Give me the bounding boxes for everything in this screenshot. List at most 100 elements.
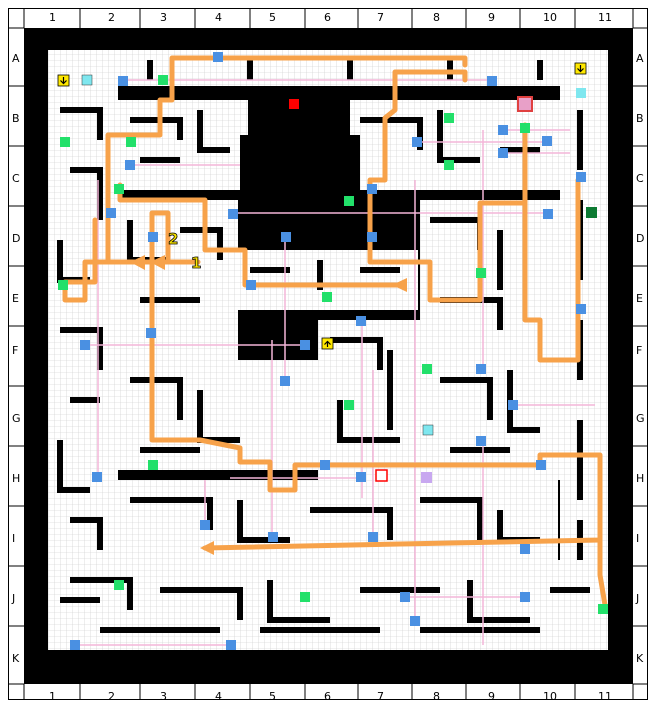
teleporter-icon — [508, 400, 518, 410]
teleporter-icon — [520, 544, 530, 554]
column-label-bottom-10: 10 — [543, 690, 557, 703]
column-label-top-8: 8 — [433, 11, 440, 24]
treasure-icon — [114, 184, 124, 194]
teleporter-icon — [268, 532, 278, 542]
column-label-top-1: 1 — [49, 11, 56, 24]
teleporter-icon — [281, 232, 291, 242]
row-label-right-D: D — [636, 232, 645, 245]
teleporter-icon — [146, 328, 156, 338]
teleporter-icon — [118, 76, 128, 86]
column-label-bottom-1: 1 — [49, 690, 56, 703]
treasure-icon — [598, 604, 608, 614]
teleporter-icon — [498, 125, 508, 135]
teleporter-icon — [80, 340, 90, 350]
column-label-top-2: 2 — [108, 11, 115, 24]
teleporter-icon — [412, 137, 422, 147]
column-label-bottom-6: 6 — [324, 690, 331, 703]
row-label-left-K: K — [12, 652, 20, 665]
event-cyan-marker — [81, 74, 93, 86]
column-label-top-4: 4 — [215, 11, 222, 24]
teleporter-icon — [226, 640, 236, 650]
row-label-right-J: J — [636, 592, 640, 605]
row-label-left-A: A — [12, 52, 20, 65]
teleporter-icon — [356, 472, 366, 482]
row-label-left-D: D — [12, 232, 21, 245]
column-label-bottom-2: 2 — [108, 690, 115, 703]
teleporter-icon — [228, 209, 238, 219]
teleporter-icon — [520, 592, 530, 602]
teleporter-icon — [125, 160, 135, 170]
column-label-top-6: 6 — [324, 11, 331, 24]
treasure-markers — [58, 75, 608, 614]
teleporter-icon — [487, 76, 497, 86]
row-label-left-G: G — [12, 412, 21, 425]
teleporter-icon — [367, 232, 377, 242]
event-cyan-marker-3 — [422, 424, 434, 436]
row-label-right-F: F — [636, 344, 643, 357]
row-label-right-K: K — [636, 652, 644, 665]
event-red-marker — [289, 99, 299, 109]
column-label-top-11: 11 — [598, 11, 612, 24]
central-chamber — [240, 115, 360, 215]
dark-green-marker — [586, 207, 597, 218]
teleporter-icon — [148, 232, 158, 242]
teleporter-icon — [300, 340, 310, 350]
column-label-top-7: 7 — [377, 11, 384, 24]
column-label-bottom-7: 7 — [377, 690, 384, 703]
teleporter-icon — [542, 136, 552, 146]
row-label-right-G: G — [636, 412, 645, 425]
column-label-bottom-4: 4 — [215, 690, 222, 703]
treasure-icon — [476, 268, 486, 278]
event-boss-marker — [517, 96, 533, 112]
event-red-outline-marker — [375, 469, 388, 482]
teleporter-icon — [476, 436, 486, 446]
teleporter-icon — [106, 208, 116, 218]
row-label-right-B: B — [636, 112, 644, 125]
route-arrows — [130, 255, 407, 555]
treasure-icon — [126, 137, 136, 147]
row-label-left-E: E — [12, 292, 19, 305]
teleporter-icon — [576, 172, 586, 182]
row-label-left-I: I — [12, 532, 16, 545]
teleporter-icon — [213, 52, 223, 62]
column-label-bottom-11: 11 — [598, 690, 612, 703]
treasure-icon — [422, 364, 432, 374]
teleporter-icon — [280, 376, 290, 386]
column-label-bottom-5: 5 — [269, 690, 276, 703]
route-path — [62, 55, 608, 608]
event-purple-marker — [421, 472, 432, 483]
teleporter-icon — [246, 280, 256, 290]
row-label-left-F: F — [12, 344, 19, 357]
row-label-right-C: C — [636, 172, 644, 185]
row-label-right-E: E — [636, 292, 643, 305]
teleporter-icon — [400, 592, 410, 602]
teleporter-icon — [320, 460, 330, 470]
event-cyan-marker-2 — [576, 88, 586, 98]
row-label-left-H: H — [12, 472, 21, 485]
teleporter-icon — [356, 316, 366, 326]
route-start-label: 1 — [191, 254, 201, 272]
treasure-icon — [158, 75, 168, 85]
treasure-icon — [58, 280, 68, 290]
stairs-down-icon-2 — [574, 62, 587, 75]
row-label-right-I: I — [636, 532, 640, 545]
teleporter-icon — [543, 209, 553, 219]
column-label-bottom-9: 9 — [488, 690, 495, 703]
teleporter-icon — [368, 532, 378, 542]
column-label-bottom-3: 3 — [160, 690, 167, 703]
teleporter-icon — [92, 472, 102, 482]
treasure-icon — [300, 592, 310, 602]
column-label-top-3: 3 — [160, 11, 167, 24]
treasure-icon — [344, 196, 354, 206]
row-label-left-J: J — [12, 592, 16, 605]
row-label-right-H: H — [636, 472, 645, 485]
row-label-left-C: C — [12, 172, 20, 185]
treasure-icon — [148, 460, 158, 470]
teleporter-icon — [70, 640, 80, 650]
treasure-icon — [60, 137, 70, 147]
teleporter-icon — [476, 364, 486, 374]
row-label-right-A: A — [636, 52, 644, 65]
treasure-icon — [344, 400, 354, 410]
teleporter-icon — [200, 520, 210, 530]
teleporter-icon — [367, 184, 377, 194]
